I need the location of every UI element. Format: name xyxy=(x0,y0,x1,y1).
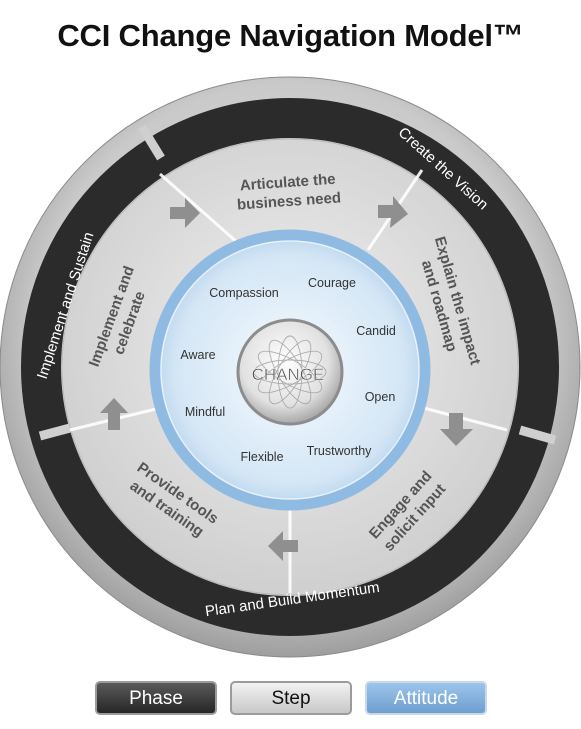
arrow-icon xyxy=(378,196,408,228)
arrow-icon xyxy=(170,198,200,228)
attitude-courage: Courage xyxy=(308,276,356,290)
step-articulate: Articulate the business need xyxy=(236,171,341,214)
flow-arrows xyxy=(100,196,473,561)
attitude-flexible: Flexible xyxy=(240,450,283,464)
arrow-icon xyxy=(440,413,473,446)
change-hub xyxy=(236,318,344,426)
attitude-mindful: Mindful xyxy=(185,405,225,419)
attitude-trustworthy: Trustworthy xyxy=(307,444,373,458)
center-label: CHANGE xyxy=(252,365,325,384)
attitude-open: Open xyxy=(365,390,396,404)
legend-attitude: Attitude xyxy=(365,681,487,715)
svg-text:Articulate the: Articulate the xyxy=(239,171,336,195)
attitude-compassion: Compassion xyxy=(209,286,279,300)
arrow-icon xyxy=(268,531,298,561)
phase-band xyxy=(21,98,559,636)
attitude-aware: Aware xyxy=(180,348,215,362)
swirl-icon xyxy=(253,335,327,409)
diagram-title: CCI Change Navigation Model™ xyxy=(57,18,524,53)
attitude-candid: Candid xyxy=(356,324,396,338)
legend-phase: Phase xyxy=(95,681,217,715)
arrow-icon xyxy=(100,398,128,430)
legend-step: Step xyxy=(230,681,352,715)
